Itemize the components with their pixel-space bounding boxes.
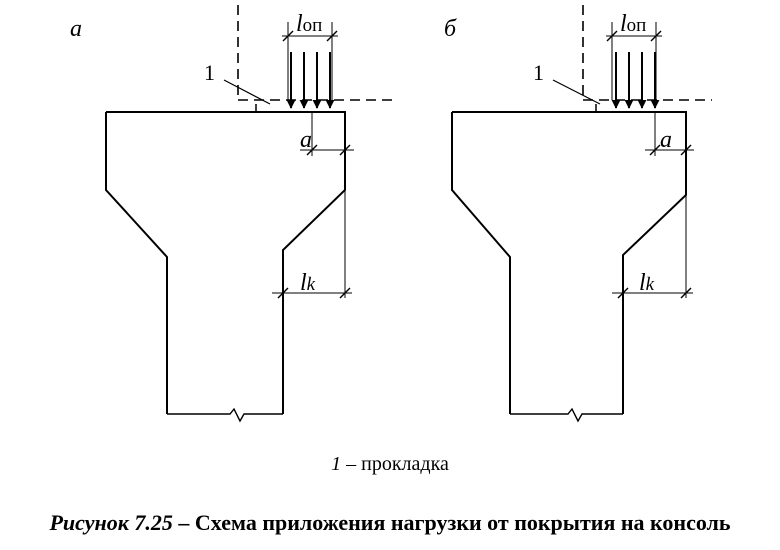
panel-b-column-outline: [451, 111, 687, 414]
panel-a-break-line: [167, 407, 283, 423]
panel-a-a-tick-left: [306, 144, 318, 156]
panel-a-label: а: [70, 16, 82, 42]
panel-a-lk-tick-left: [277, 287, 289, 299]
panel-b-lk-tick-right: [680, 287, 692, 299]
panel-b-lk-label: lk: [639, 270, 655, 296]
panel-a-a-tick-right: [339, 144, 351, 156]
panel-b-load-arrows: [611, 52, 660, 109]
panel-b-lop-label: lоп: [620, 11, 646, 37]
panel-a-callout-number: 1: [204, 60, 215, 85]
panel-b-label: б: [444, 16, 457, 42]
legend-text: – прокладка: [341, 453, 449, 475]
panel-a-a-label: a: [300, 127, 312, 153]
panel-a-callout-leader: [223, 79, 271, 105]
panel-a-lop-tick-left: [282, 30, 294, 42]
panel-a-lk-label: lk: [300, 270, 316, 296]
panel-a-lk-tick-right: [339, 287, 351, 299]
panel-b-a-tick-left: [649, 144, 661, 156]
panel-b-callout-number: 1: [533, 60, 544, 85]
caption-text: – Схема приложения нагрузки от покрытия …: [172, 510, 731, 535]
panel-b-break-line: [510, 407, 623, 423]
caption-label: Рисунок 7.25: [49, 510, 173, 535]
panel-b-lop-tick-left: [606, 30, 618, 42]
figure-legend: 1 – прокладка: [0, 452, 780, 476]
figure-caption: Рисунок 7.25 – Схема приложения нагрузки…: [0, 510, 780, 536]
panel-b-lop-tick-right: [650, 30, 662, 42]
panel-b-a-tick-right: [680, 144, 692, 156]
panel-b-callout-leader: [552, 79, 601, 105]
panel-a-lop-tick-right: [326, 30, 338, 42]
legend-number: 1: [331, 453, 342, 475]
panel-b-lk-tick-left: [617, 287, 629, 299]
panel-b-a-label: a: [660, 127, 672, 153]
panel-a: а 1 lоп a: [70, 5, 392, 423]
panel-a-load-arrows: [286, 52, 335, 109]
panel-a-column-outline: [105, 111, 346, 414]
panel-a-lop-label: lоп: [296, 11, 322, 37]
panel-b: б 1 lоп a: [444, 5, 712, 423]
